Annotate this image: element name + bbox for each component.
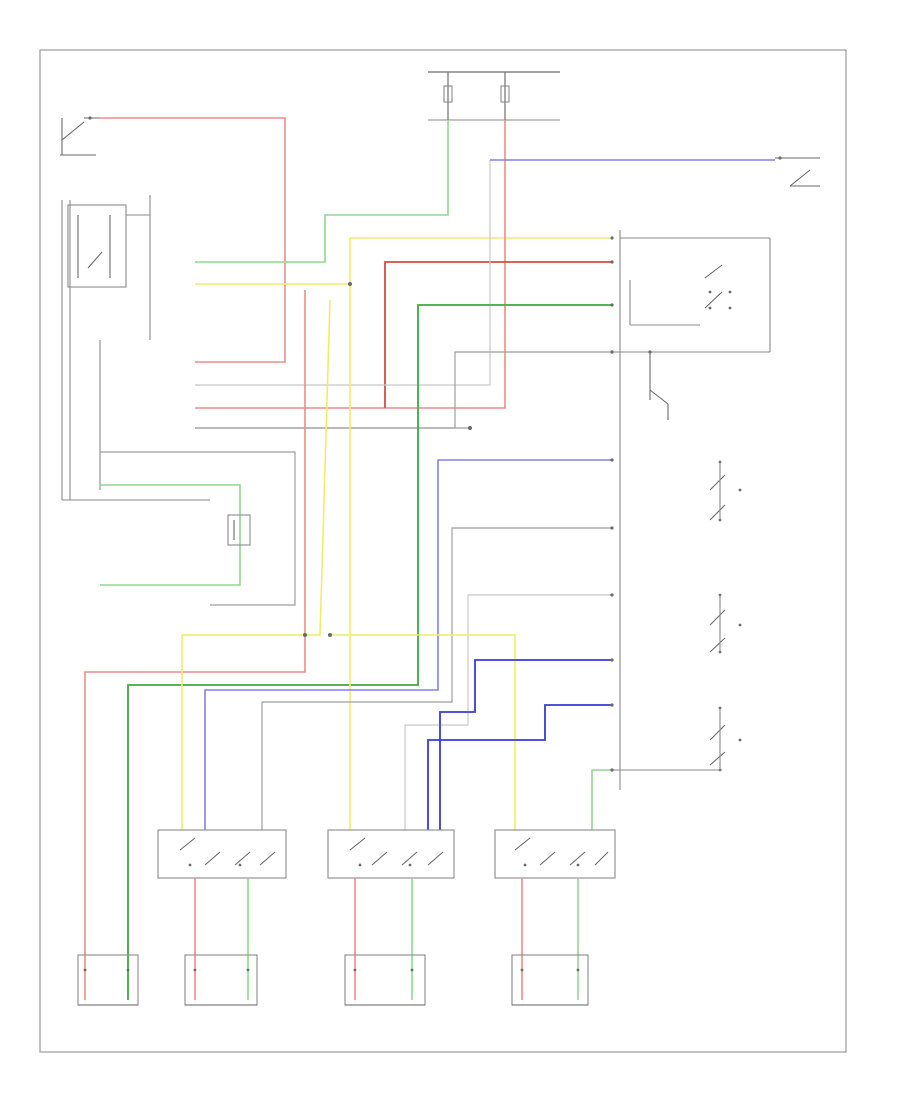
wire-blue-main [204,459,612,830]
right-front-door-switch [775,156,820,187]
wire-red-fuse [195,120,506,409]
lh-power-window-switch-sensor [100,484,251,586]
diagram-frame [39,49,847,1053]
wire-green-main [127,304,612,1000]
rr-power-window-switch [494,829,616,879]
power-window-relay [67,195,151,340]
wire-green-fuse [195,120,449,263]
rr-power-window-motor [511,954,589,1006]
wire-red-top [100,117,286,363]
rf-power-window-switch [157,829,287,879]
wire-yellow-relay [195,237,610,285]
fuse-block [428,71,560,121]
lf-power-window-motor [77,954,139,1006]
master-power-window-switch [610,230,771,790]
lr-power-window-motor [344,954,426,1006]
wire-yellow-main [181,299,331,830]
lr-power-window-switch [327,829,455,879]
rf-power-window-motor [184,954,258,1006]
left-front-door-switch [60,116,110,156]
wire-red-lf [84,290,306,1000]
